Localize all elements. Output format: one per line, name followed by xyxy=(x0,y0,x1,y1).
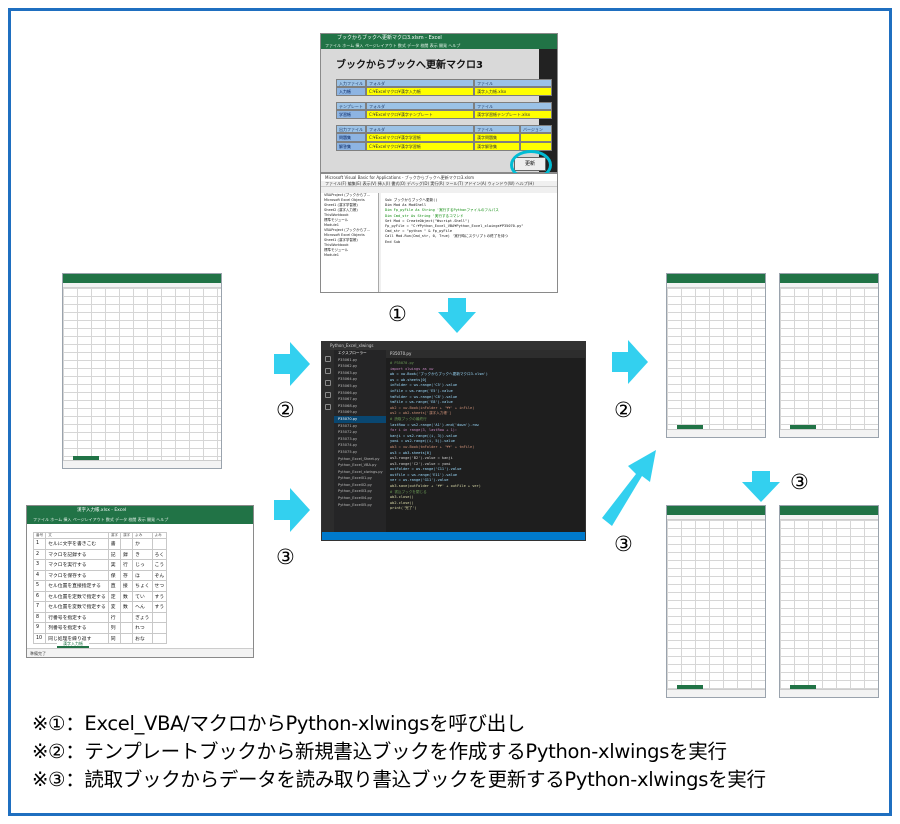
step-marker-1: ① xyxy=(388,302,407,326)
vba-editor-menu: ファイル(F) 編集(E) 表示(V) 挿入(I) 書式(O) デバッグ(D) … xyxy=(321,181,557,187)
template-row-folder: C:¥Excelマクロ¥漢字テンプレート xyxy=(366,110,474,119)
input-row-file: 漢字入力帳.xlsx xyxy=(474,87,552,96)
macro-excel-title: ブックからブックへ更新マクロ3.xlsm - Excel xyxy=(321,34,557,43)
notes: ※①：Excel_VBA/マクロからPython-xlwingsを呼び出し ※②… xyxy=(32,710,766,794)
source-control-icon xyxy=(325,380,331,386)
updated-book-thumbnail-1 xyxy=(666,505,766,698)
vba-code-pane: Sub ブックからブックへ更新() Dim Mod As ModShell Di… xyxy=(381,193,557,292)
input-book-title: 漢字入力帳.xlsx - Excel xyxy=(27,506,253,516)
template-row-file: 漢字学習帳テンプレート.xlsx xyxy=(474,110,552,119)
search-icon xyxy=(325,368,331,374)
new-book-thumbnail-2 xyxy=(779,273,879,438)
template-book-thumbnail xyxy=(62,273,222,469)
output-row1-folder: C:¥Excelマクロ¥漢字学習帳 xyxy=(366,133,474,142)
output-row1-file: 漢字問題集 xyxy=(474,133,520,142)
input-book-menu: ファイル ホーム 挿入 ページレイアウト 数式 データ 校閲 表示 開発 ヘルプ xyxy=(27,516,253,524)
input-book-excel-window: 漢字入力帳.xlsx - Excel ファイル ホーム 挿入 ページレイアウト … xyxy=(26,505,254,658)
folder-header-1: フォルダ xyxy=(366,79,474,87)
folder-header-3: フォルダ xyxy=(366,125,474,133)
run-debug-icon xyxy=(325,392,331,398)
output-row2-file: 漢字解答集 xyxy=(474,142,520,151)
arrow-right-2-left xyxy=(274,342,310,386)
output-file-label: 出力ファイル xyxy=(336,125,366,133)
file-header-2: ファイル xyxy=(474,102,552,110)
input-book-status: 準備完了 xyxy=(27,648,253,657)
step-marker-3-top-right: ③ xyxy=(790,470,809,494)
updated-book-thumbnail-2 xyxy=(779,505,879,698)
arrow-right-3-left xyxy=(274,488,310,532)
vba-editor-title: Microsoft Visual Basic for Applications … xyxy=(321,174,557,181)
output-row1-version xyxy=(520,133,552,142)
vscode-activity-bar xyxy=(322,350,334,532)
template-row-name: 学習帳 xyxy=(336,110,366,119)
output-row2-name: 解答集 xyxy=(336,142,366,151)
step-marker-3-left: ③ xyxy=(276,545,295,569)
output-row2-folder: C:¥Excelマクロ¥漢字学習帳 xyxy=(366,142,474,151)
version-header: バージョン xyxy=(520,125,552,133)
extensions-icon xyxy=(325,404,331,410)
step-marker-3-right: ③ xyxy=(614,532,633,556)
explorer-icon xyxy=(325,356,331,362)
input-book-sheet-tab[interactable]: 漢字入力帳 xyxy=(57,641,89,648)
note-1: ※①：Excel_VBA/マクロからPython-xlwingsを呼び出し xyxy=(32,712,526,735)
input-row-folder: C:¥Excelマクロ¥漢字入力帳 xyxy=(366,87,474,96)
folder-header-2: フォルダ xyxy=(366,102,474,110)
note-3: ※③：読取ブックからデータを読み取り書込ブックを更新するPython-xlwin… xyxy=(32,768,766,791)
vscode-status-bar xyxy=(322,532,585,540)
arrow-diagonal-3 xyxy=(602,450,656,526)
step-marker-2-right: ② xyxy=(614,398,633,422)
file-header-1: ファイル xyxy=(474,79,552,87)
note-2: ※②：テンプレートブックから新規書込ブックを作成するPython-xlwings… xyxy=(32,740,727,763)
arrow-right-2-right xyxy=(612,340,648,384)
output-row1-name: 問題集 xyxy=(336,133,366,142)
macro-excel-menu: ファイル ホーム 挿入 ページレイアウト 数式 データ 校閲 表示 開発 ヘルプ xyxy=(321,43,557,49)
arrow-down-3-right xyxy=(742,471,780,502)
input-file-label: 入力ファイル xyxy=(336,79,366,87)
arrow-down-1 xyxy=(438,298,476,333)
input-row-name: 入力帳 xyxy=(336,87,366,96)
vscode-editor-tab[interactable]: P35070.py xyxy=(386,350,585,358)
new-book-thumbnail-1 xyxy=(666,273,766,438)
vba-project-tree: VBAProject (ブックからブ...Microsoft Excel Obj… xyxy=(321,193,379,292)
step-marker-2-left: ② xyxy=(276,398,295,422)
template-label: テンプレート xyxy=(336,102,366,110)
macro-heading: ブックからブックへ更新マクロ3 xyxy=(336,60,483,71)
file-header-3: ファイル xyxy=(474,125,520,133)
vscode-title: Python_Excel_xlwings xyxy=(322,342,585,350)
vba-editor-window: Microsoft Visual Basic for Applications … xyxy=(320,173,558,293)
